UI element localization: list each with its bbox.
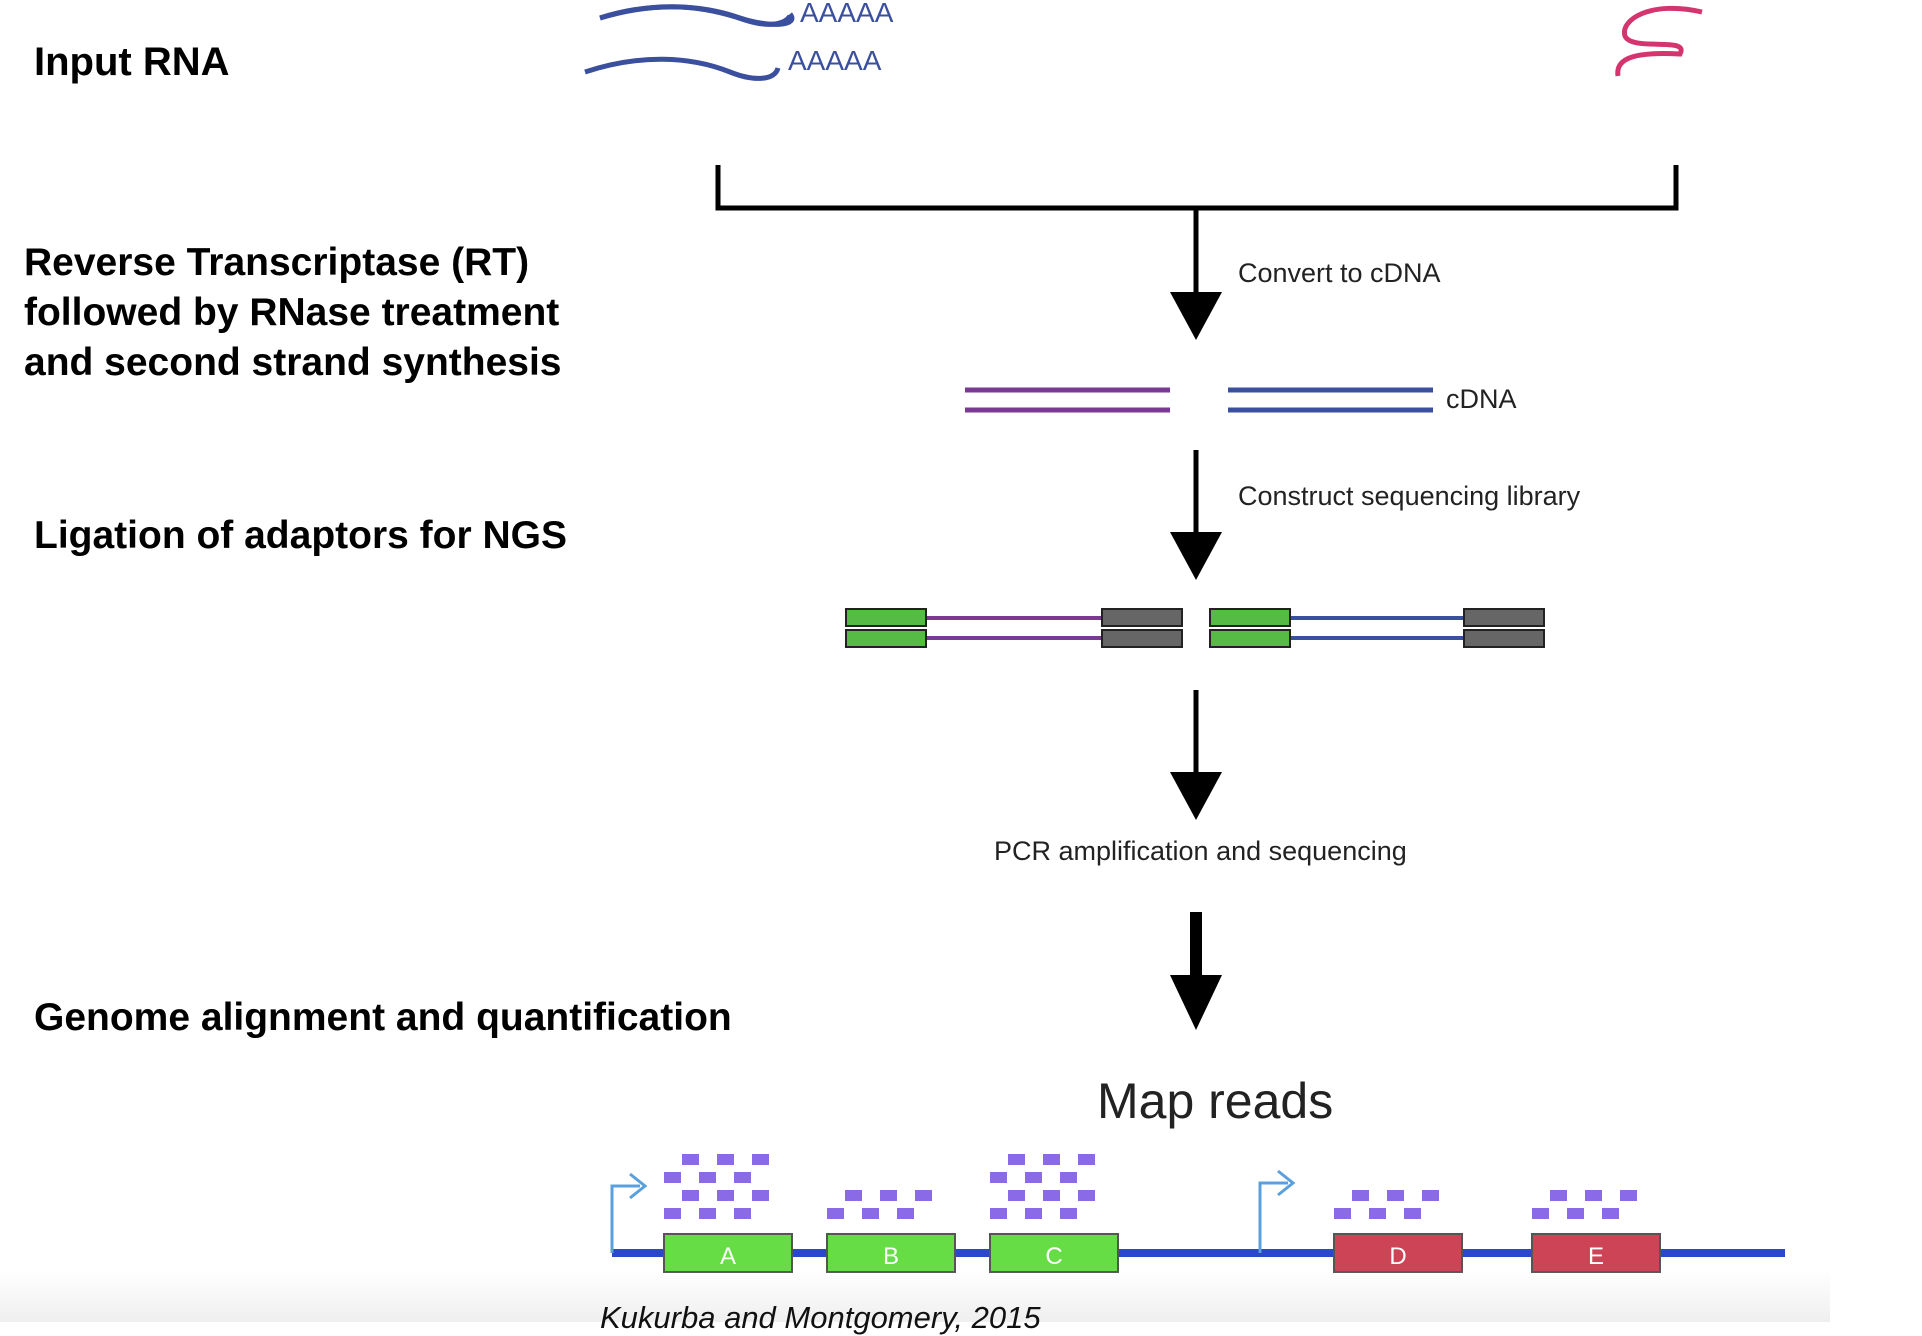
exon-b: B	[826, 1233, 956, 1273]
adaptor-gray	[1463, 608, 1545, 627]
exon-c-label: C	[1045, 1243, 1062, 1270]
non-polya-rna-strand	[1615, 5, 1703, 77]
step-reverse-transcription: Reverse Transcriptase (RT) followed by R…	[24, 238, 562, 388]
mrna-strand-2	[584, 56, 781, 81]
exon-d: D	[1333, 1233, 1463, 1273]
mapped-reads-exon-d	[1334, 1190, 1439, 1219]
step-rt-line-3: and second strand synthesis	[24, 341, 562, 384]
exon-a-label: A	[720, 1243, 736, 1270]
map-reads-title: Map reads	[1097, 1073, 1333, 1129]
construct-library-label: Construct sequencing library	[1238, 481, 1581, 511]
polya-tail-label-1: AAAAA	[800, 0, 894, 28]
exon-a: A	[663, 1233, 793, 1273]
step-genome-alignment: Genome alignment and quantification	[34, 996, 732, 1039]
input-merge-bracket	[715, 165, 1679, 211]
arrow-down-icon	[1170, 912, 1222, 1030]
mapped-reads-exon-c	[990, 1154, 1095, 1219]
adaptor-gray	[1101, 608, 1183, 627]
tss-arrow-icon	[1258, 1169, 1296, 1253]
arrow-down-icon	[1170, 690, 1222, 820]
arrow-down-icon	[1170, 208, 1222, 340]
mrna-strand-1-tail	[599, 4, 793, 27]
step-rt-line-2: followed by RNase treatment	[24, 291, 560, 334]
convert-to-cdna-label: Convert to cDNA	[1238, 258, 1441, 288]
polya-tail-label-2: AAAAA	[788, 45, 882, 76]
arrow-down-icon	[1170, 450, 1222, 580]
adaptor-gray	[1463, 629, 1545, 648]
cdna-molecules	[965, 387, 1433, 413]
mapped-reads-exon-a	[664, 1154, 769, 1219]
adaptor-green	[845, 608, 927, 627]
exon-b-label: B	[883, 1243, 899, 1270]
adaptor-green	[1209, 608, 1291, 627]
adaptor-gray	[1101, 629, 1183, 648]
step-ligation: Ligation of adaptors for NGS	[34, 514, 567, 557]
exon-e: E	[1531, 1233, 1661, 1273]
adaptor-green	[845, 629, 927, 648]
adaptor-green	[1209, 629, 1291, 648]
pcr-sequencing-label: PCR amplification and sequencing	[994, 836, 1407, 866]
tss-arrow-icon	[610, 1172, 648, 1253]
exon-e-label: E	[1588, 1243, 1604, 1270]
citation-text: Kukurba and Montgomery, 2015	[600, 1300, 1041, 1335]
exon-d-label: D	[1389, 1243, 1406, 1270]
genome-map: A B C D E	[610, 1154, 1785, 1273]
sequencing-library	[845, 608, 1545, 648]
input-rna-molecules: AAAAA AAAAA	[584, 0, 1703, 81]
exon-c: C	[989, 1233, 1119, 1273]
bottom-shadow-strip	[0, 1270, 1830, 1322]
mapped-reads-exon-e	[1532, 1190, 1637, 1219]
mapped-reads-exon-b	[827, 1190, 932, 1219]
step-rt-line-1: Reverse Transcriptase (RT)	[24, 241, 530, 284]
cdna-label: cDNA	[1446, 384, 1517, 414]
step-input-rna: Input RNA	[34, 40, 230, 84]
